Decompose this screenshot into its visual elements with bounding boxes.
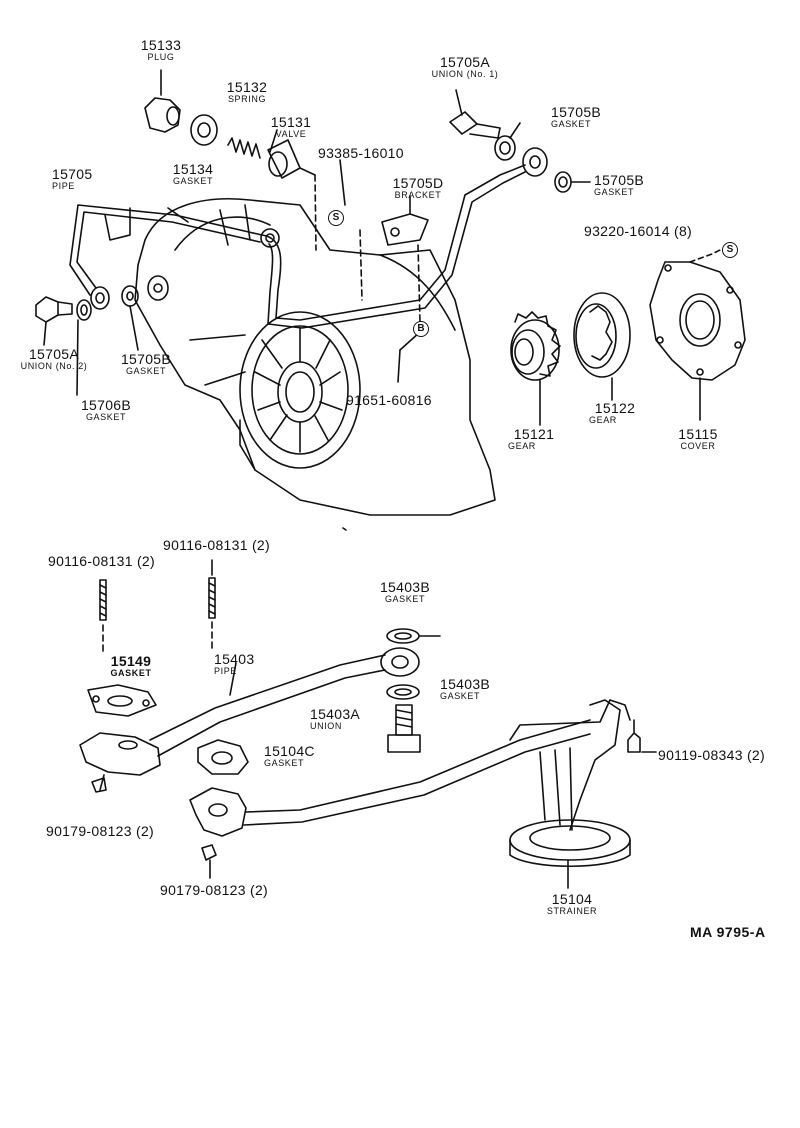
callout-15705b-right: 15705B GASKET (594, 172, 645, 197)
part-90179-08123-bottom: 90179-08123 (2) (160, 882, 269, 898)
callout-15705b-top: 15705B GASKET (551, 104, 602, 129)
stud-right (208, 559, 216, 653)
callout-15705b-left: 15705B GASKET (120, 351, 172, 376)
callout-15132: 15132 SPRING (226, 79, 268, 104)
callout-15115: 15115 COVER (678, 426, 718, 451)
part-93385-16010: 93385-16010 (318, 145, 404, 161)
callout-15705: 15705 PIPE (52, 166, 93, 191)
marker-s-cover-bolts: S (722, 242, 738, 258)
reference-code: MA 9795-A (690, 924, 766, 940)
callout-15403a: 15403A UNION (310, 706, 361, 731)
cover-15115 (649, 249, 746, 421)
gasket-15149 (87, 684, 157, 717)
callout-15403: 15403 PIPE (214, 651, 255, 676)
pipe-strainer (189, 699, 657, 889)
part-90179-08123-left: 90179-08123 (2) (46, 823, 155, 839)
pipe-15705 (69, 164, 526, 329)
stud-left (99, 579, 107, 656)
callout-15706b: 15706B GASKET (80, 397, 132, 422)
callout-15403b-top: 15403B GASKET (379, 579, 431, 604)
part-90116-08131-left: 90116-08131 (2) (48, 553, 155, 569)
callout-15122: 15122 GEAR (589, 400, 636, 425)
callout-15149: 15149 GASKET (110, 653, 152, 678)
callout-15403b-bottom: 15403B GASKET (440, 676, 491, 701)
part-93220-16014: 93220-16014 (8) (584, 223, 693, 239)
callout-15133: 15133 PLUG (140, 37, 182, 62)
part-90119-08343: 90119-08343 (2) (658, 747, 765, 763)
marker-b-bolt: B (413, 321, 429, 337)
callout-15104c: 15104C GASKET (264, 743, 315, 768)
part-91651-60816: 91651-60816 (346, 392, 432, 408)
marker-s-bolt: S (328, 210, 344, 226)
callout-15104: 15104 STRAINER (546, 891, 598, 916)
gear-15121 (510, 311, 561, 426)
union-no2-group (35, 285, 139, 396)
union-no1-group (449, 89, 591, 193)
callout-15134: 15134 GASKET (172, 161, 214, 186)
union-15403a (387, 704, 421, 753)
pipe-15403 (79, 647, 420, 793)
transmission-housing (134, 197, 496, 516)
gear-15122 (573, 292, 631, 401)
callout-15121: 15121 GEAR (508, 426, 555, 451)
valve-cluster (144, 69, 317, 251)
callout-15131: 15131 VALVE (270, 114, 312, 139)
gasket-15104c (197, 739, 249, 775)
bracket-15705d (339, 159, 429, 383)
part-90116-08131-right: 90116-08131 (2) (163, 537, 270, 553)
callout-15705a-no1: 15705A UNION (No. 1) (431, 54, 499, 79)
callout-15705a-no2: 15705A UNION (No. 2) (20, 346, 88, 371)
callout-15705d: 15705D BRACKET (392, 175, 444, 200)
gaskets-15403b (386, 628, 441, 700)
